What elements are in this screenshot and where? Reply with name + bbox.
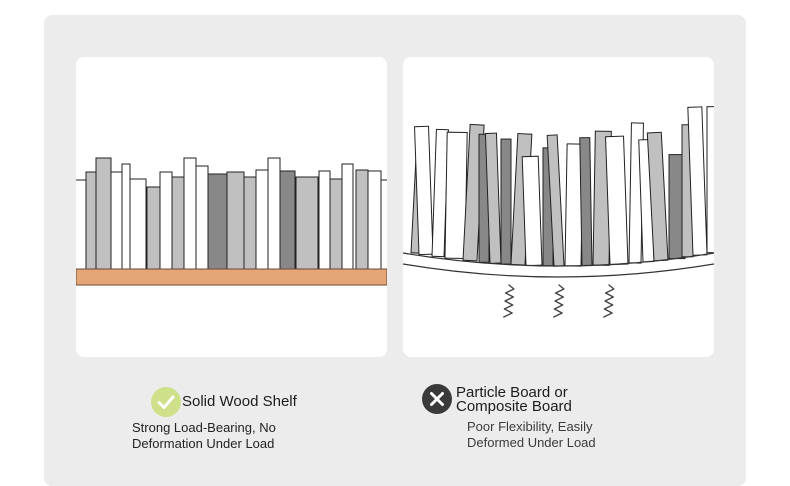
book xyxy=(706,106,714,254)
book xyxy=(76,179,87,270)
book xyxy=(146,186,161,270)
book xyxy=(329,178,343,270)
wooden-shelf-board xyxy=(76,268,387,286)
book xyxy=(207,173,228,270)
book xyxy=(484,132,502,264)
book xyxy=(279,170,296,270)
book xyxy=(129,178,147,270)
book xyxy=(500,138,512,265)
book xyxy=(255,169,269,270)
book xyxy=(226,171,245,270)
book xyxy=(380,179,387,270)
solid-wood-description-line2: Deformation Under Load xyxy=(132,436,275,451)
book xyxy=(521,155,543,267)
particle-board-description-line1: Poor Flexibility, Easily xyxy=(467,419,593,434)
particle-board-title-line1: Particle Board or xyxy=(456,384,568,401)
book xyxy=(605,135,629,266)
particle-board-title-line2: Composite Board xyxy=(456,398,572,415)
close-icon xyxy=(422,384,452,414)
book xyxy=(171,176,185,270)
book xyxy=(414,125,434,256)
book xyxy=(85,171,97,270)
stress-squiggle-icon xyxy=(553,284,565,318)
book xyxy=(95,157,112,270)
book xyxy=(318,170,331,270)
particle-board-shelf-illustration xyxy=(403,57,714,357)
book xyxy=(579,137,593,267)
sagging-board-bottom-edge xyxy=(403,263,714,278)
book xyxy=(341,163,354,270)
bent-shelf-books-svg xyxy=(403,106,714,318)
stress-squiggle-icon xyxy=(603,284,615,318)
book xyxy=(110,171,123,270)
solid-wood-shelf-illustration xyxy=(76,57,387,357)
book xyxy=(159,171,173,270)
book xyxy=(267,157,281,270)
book xyxy=(121,163,131,270)
solid-wood-title: Solid Wood Shelf xyxy=(182,393,297,410)
particle-board-description-line2: Deformed Under Load xyxy=(467,435,596,450)
check-icon xyxy=(151,387,181,417)
book xyxy=(367,170,382,270)
book xyxy=(295,176,319,270)
solid-wood-description-line1: Strong Load-Bearing, No xyxy=(132,420,276,435)
solid-shelf-books-svg xyxy=(76,157,387,286)
book xyxy=(183,157,197,270)
book xyxy=(195,165,209,270)
book xyxy=(243,176,257,270)
stress-squiggle-icon xyxy=(503,284,515,318)
book xyxy=(355,169,369,270)
sagging-board-top-edge xyxy=(403,252,714,267)
